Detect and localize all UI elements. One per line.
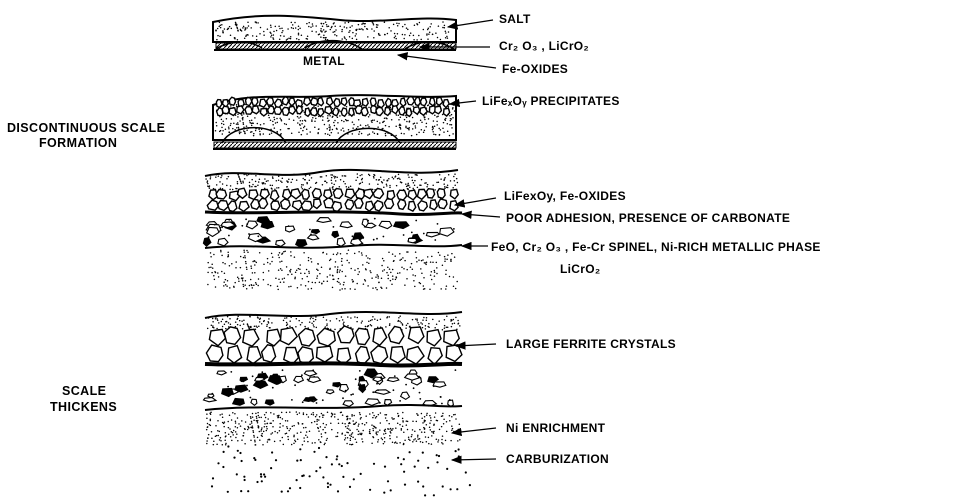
stage1-metal-label: METAL	[303, 54, 345, 68]
stage3-ferrite-crystals	[207, 188, 458, 211]
stage4-carb-arrow	[452, 459, 496, 460]
stage1-oxide-a-label: Cr₂ O₃ , LiCrO₂	[499, 39, 589, 53]
stage3-adhesion-arrow	[462, 214, 500, 217]
stage4-cross-section: LARGE FERRITE CRYSTALS Ni ENRICHMENT CAR…	[50, 312, 676, 497]
stage2-oxide-band	[214, 142, 456, 148]
stage3-licro2-label: LiCrO₂	[560, 262, 600, 276]
stage1-salt-layer	[213, 16, 456, 42]
stage1-oxide-b-label: Fe-OXIDES	[502, 62, 568, 76]
stage3-carbonate-line	[205, 212, 462, 215]
stage2-side-label-line2: FORMATION	[39, 136, 117, 150]
stage3-metal-speckle	[207, 249, 458, 290]
stage4-carburization-speckle	[211, 445, 471, 496]
stage1-salt-label: SALT	[499, 12, 531, 26]
stage2-cross-section: LiFeₓOᵧ PRECIPITATES DISCONTINUOUS SCALE…	[7, 94, 620, 150]
stage4-ferrite-label: LARGE FERRITE CRYSTALS	[506, 337, 676, 351]
stage3-outer-label: LiFexOy, Fe-OXIDES	[504, 189, 626, 203]
stage4-salt-speckle	[207, 315, 461, 331]
stage4-ni-label: Ni ENRICHMENT	[506, 421, 606, 435]
stage4-inner-particles	[204, 369, 457, 407]
stage4-side-label-line1: SCALE	[62, 384, 106, 398]
stage2-side-label-line1: DISCONTINUOUS SCALE	[7, 121, 165, 135]
stage4-large-ferrite-crystals	[206, 326, 462, 364]
stage3-inner-label: FeO, Cr₂ O₃ , Fe-Cr SPINEL, Ni-RICH META…	[491, 240, 821, 254]
stage1-oxide-b-arrow	[398, 55, 496, 68]
stage3-adhesion-label: POOR ADHESION, PRESENCE OF CARBONATE	[506, 211, 790, 225]
stage3-inner-particles	[203, 217, 454, 248]
stage4-crystal-base	[205, 363, 462, 365]
stage4-carb-label: CARBURIZATION	[506, 452, 609, 466]
stage4-ferrite-arrow	[456, 344, 496, 346]
stage2-precipitates-label: LiFeₓOᵧ PRECIPITATES	[482, 94, 620, 108]
stage3-cross-section: LiFexOy, Fe-OXIDES POOR ADHESION, PRESEN…	[203, 170, 820, 291]
stage4-side-label-line2: THICKENS	[50, 400, 117, 414]
stage1-cross-section: METAL SALT Cr₂ O₃ , LiCrO₂ Fe-OXIDES	[213, 12, 589, 76]
stage4-ni-enrichment-speckle	[206, 411, 461, 445]
stage4-inner-boundary	[205, 405, 462, 410]
stage3-outer-arrow	[455, 198, 496, 205]
stage3-inner-boundary	[205, 245, 462, 248]
